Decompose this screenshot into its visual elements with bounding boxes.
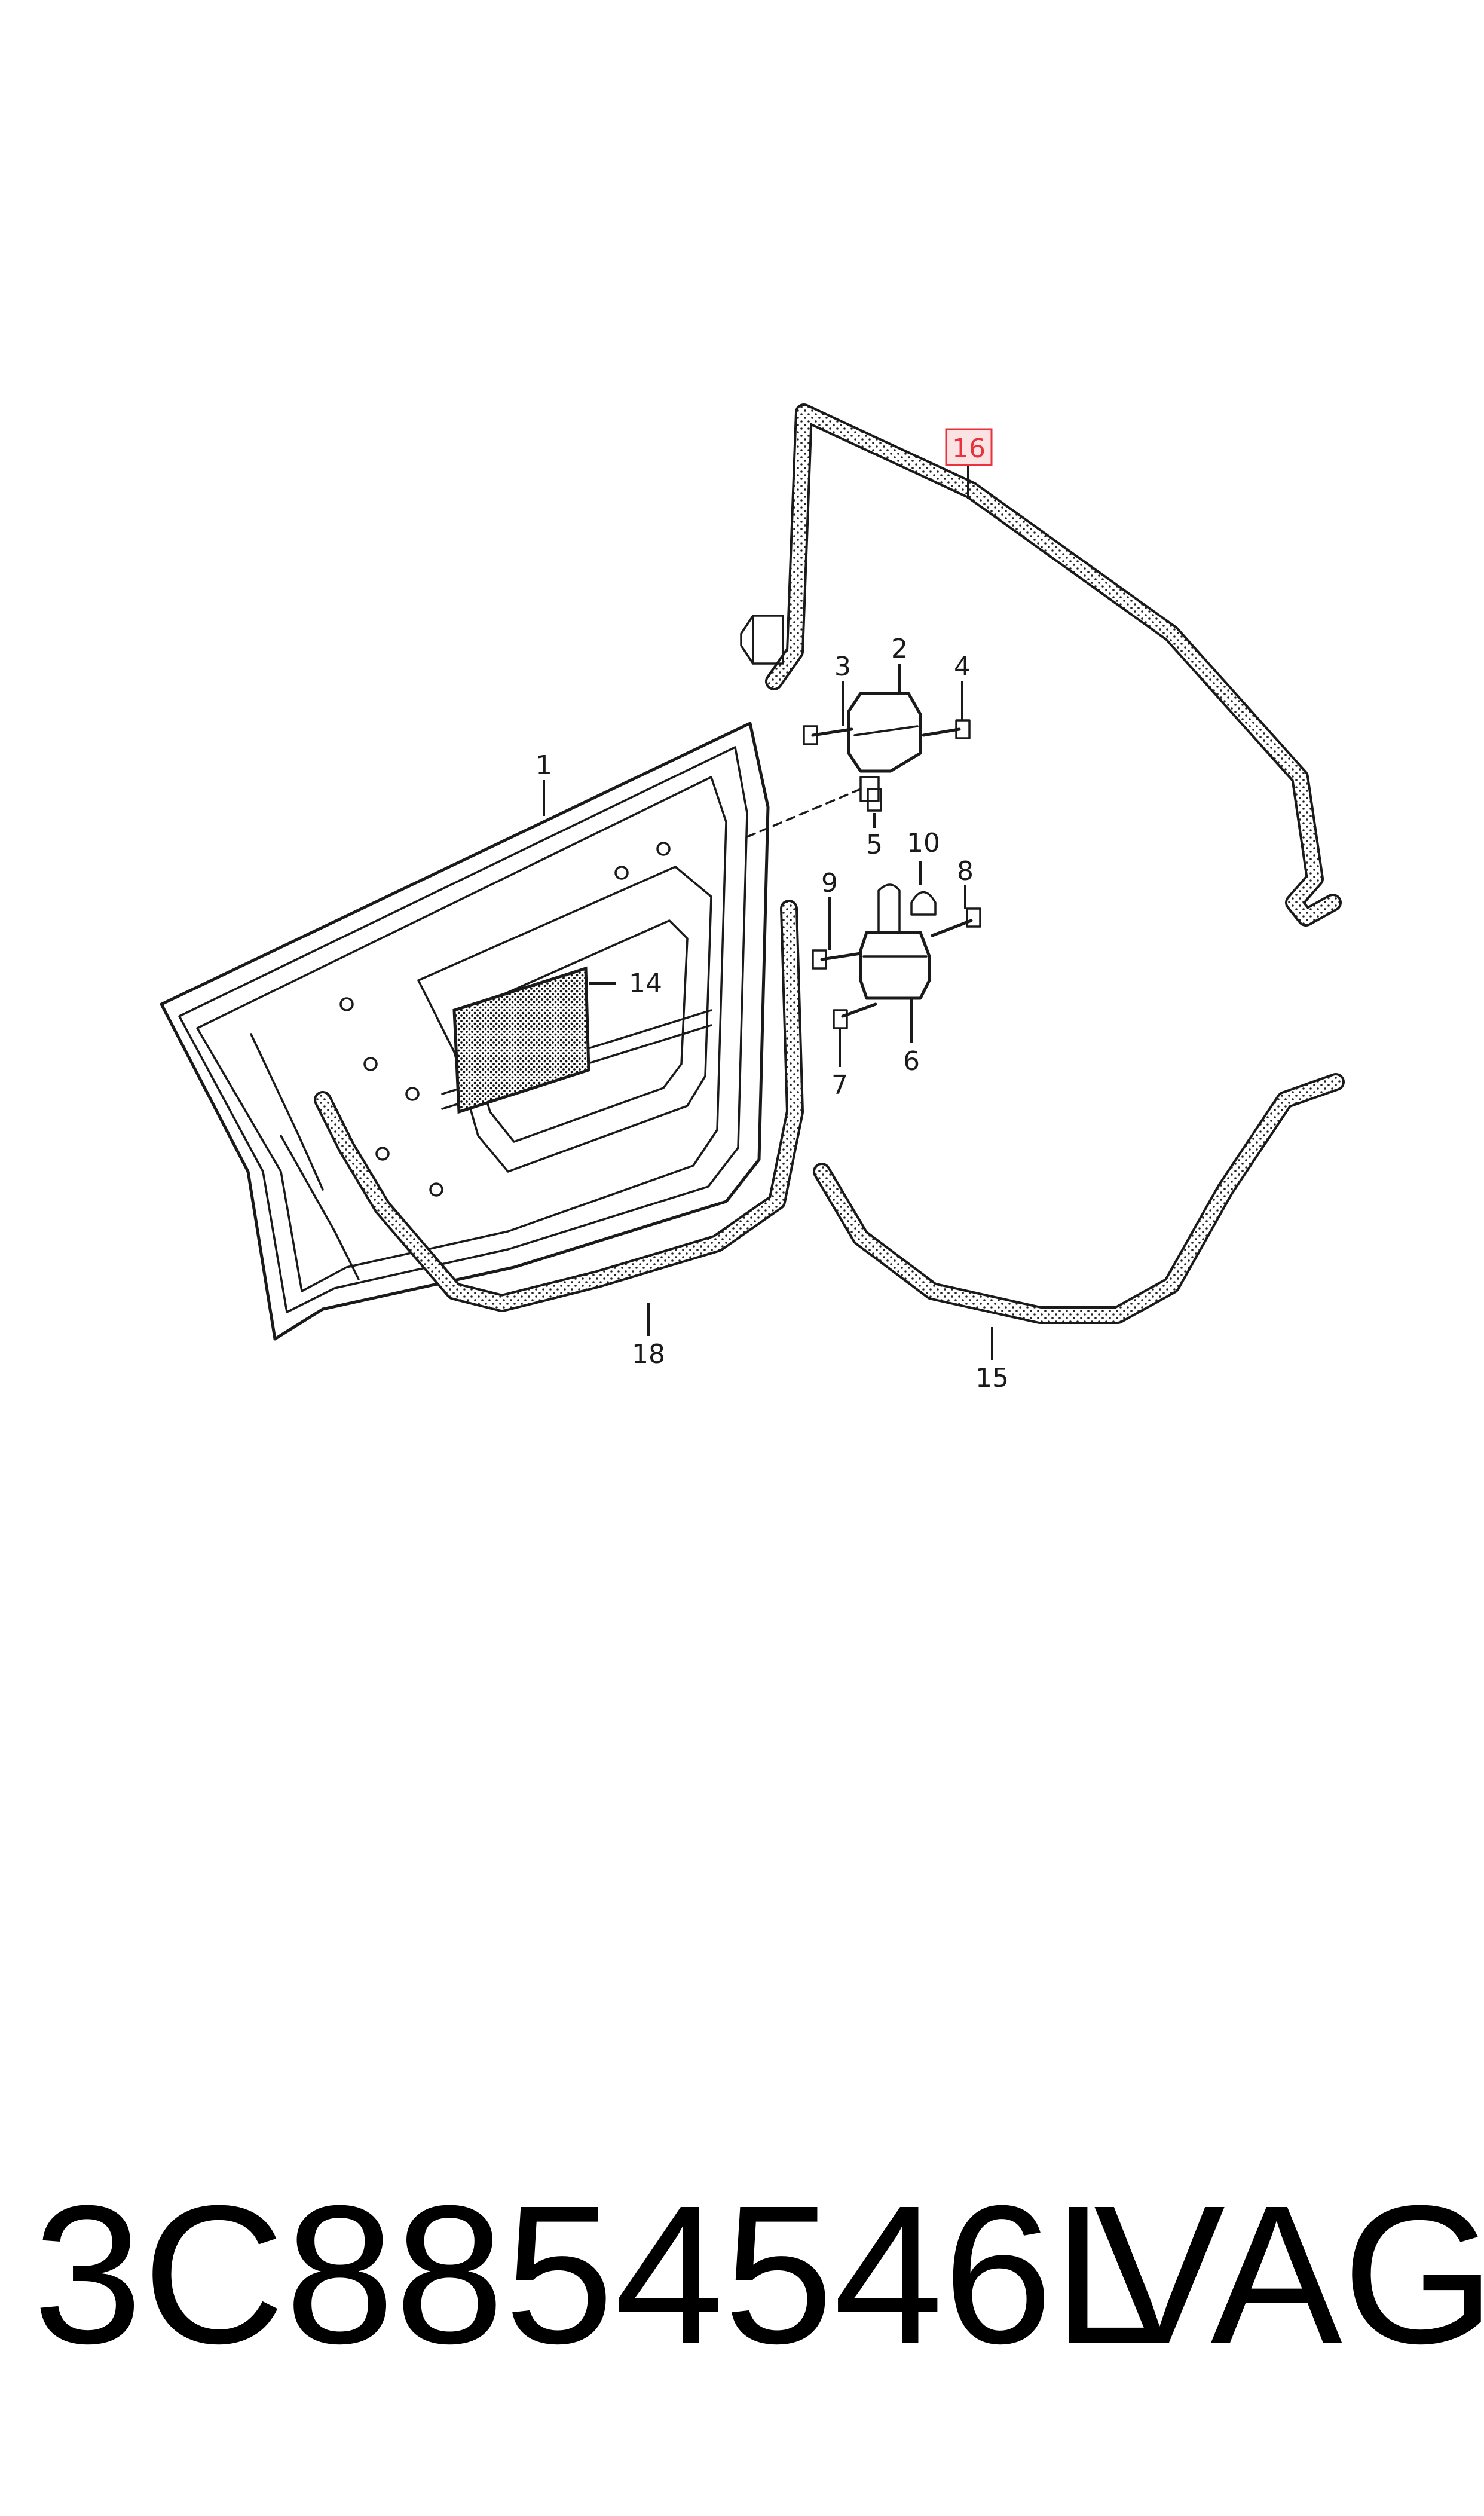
callout-8: 8	[957, 856, 974, 886]
callout-4: 4	[954, 652, 971, 682]
callout-7: 7	[831, 1070, 848, 1100]
lower-hinge	[859, 883, 931, 1000]
leader-lines	[543, 466, 993, 1360]
bolt-3	[803, 725, 853, 745]
callout-18: 18	[632, 1339, 665, 1369]
callout-6: 6	[903, 1046, 920, 1077]
door-seal-lower	[314, 900, 804, 1312]
callout-10: 10	[907, 828, 940, 858]
callout-2: 2	[891, 634, 908, 664]
callout-labels: 1 2 3 4 5 6 7 8 9 10 14 15 16 18	[536, 428, 1009, 1393]
brand-label: VAG	[1094, 2164, 1484, 2384]
callout-16: 16	[952, 433, 986, 464]
bolt-9	[812, 949, 862, 970]
callout-15: 15	[975, 1363, 1009, 1393]
sound-absorber-pad	[452, 966, 590, 1114]
callout-1: 1	[536, 750, 552, 781]
body-seal	[813, 1073, 1345, 1324]
bolt-4	[922, 719, 971, 739]
callout-9: 9	[821, 868, 838, 898]
bolt-7	[833, 1002, 877, 1029]
upper-hinge	[746, 692, 922, 838]
bolt-8	[931, 907, 981, 937]
part-number-label: 3C8854546L	[33, 2164, 1163, 2384]
callout-14: 14	[629, 968, 662, 999]
callout-3: 3	[834, 652, 851, 682]
cap-10	[910, 891, 937, 916]
pin-5	[867, 788, 882, 812]
callout-16-highlight-box	[945, 428, 993, 466]
window-frame-seal	[740, 403, 1342, 927]
callout-5: 5	[866, 830, 883, 860]
